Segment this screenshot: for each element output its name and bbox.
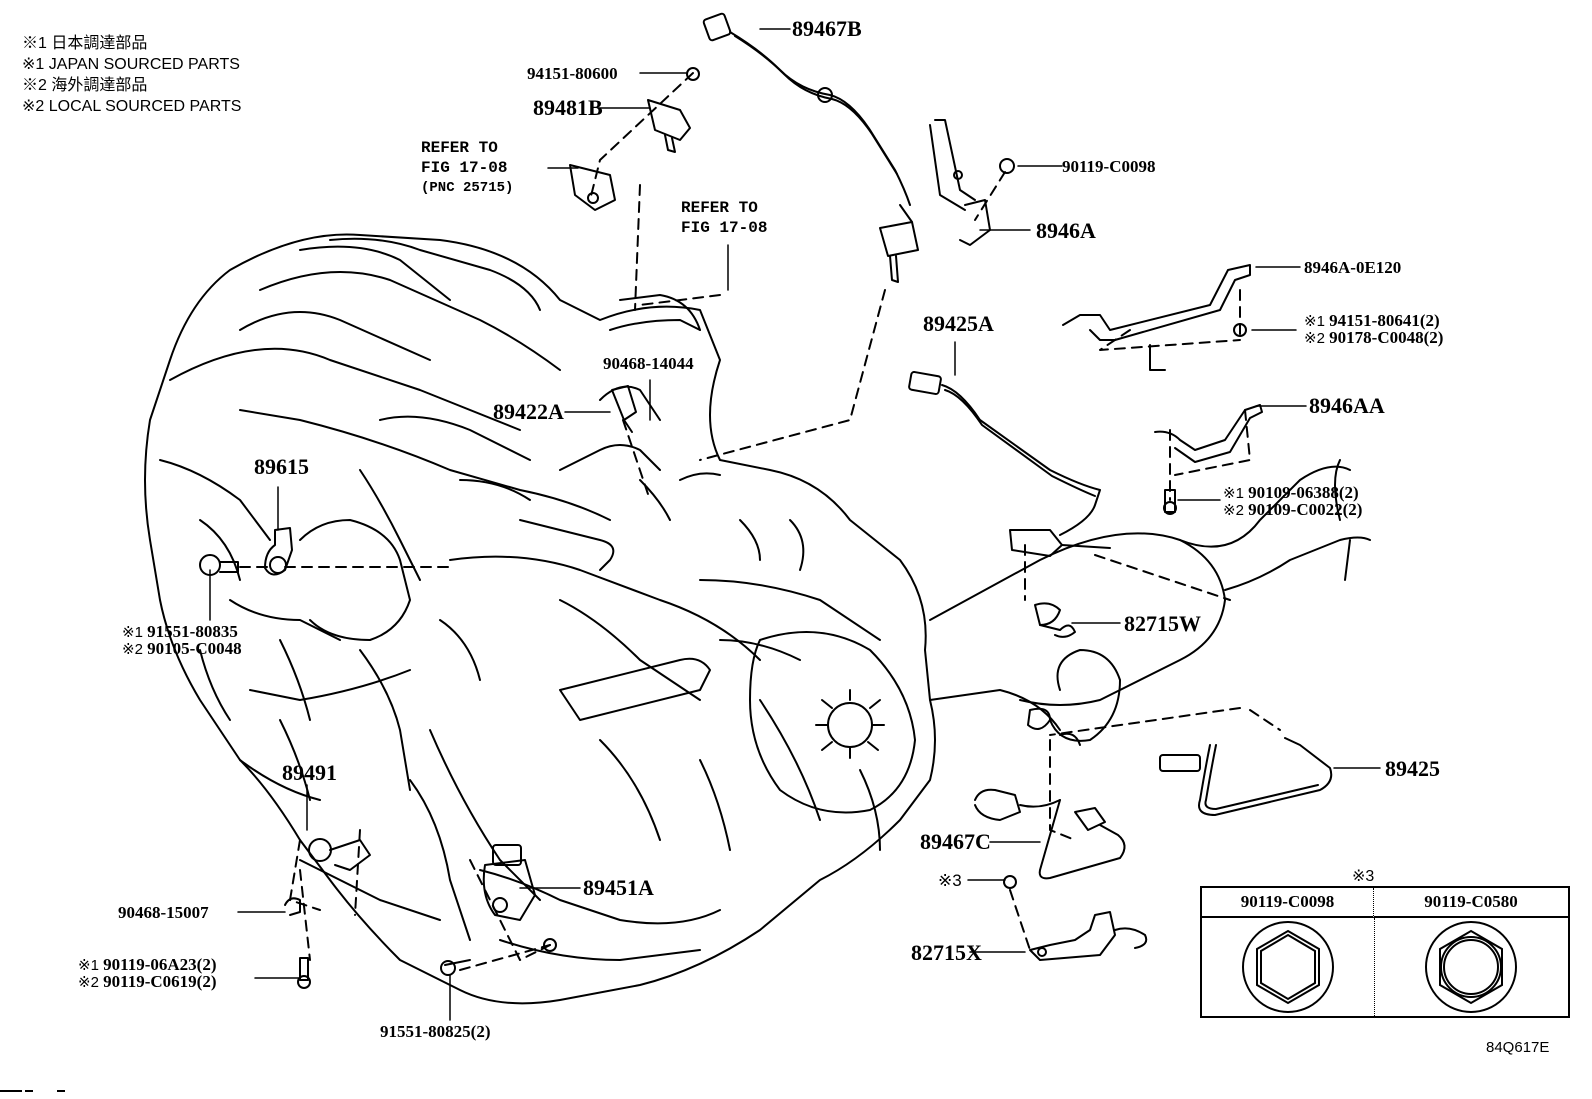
part-label-90105-C0048[interactable]: ※2 90105-C0048: [122, 639, 242, 658]
part-8946A-drawing: [929, 119, 1015, 246]
part-label-89425[interactable]: 89425: [1385, 756, 1440, 781]
part-label-89615[interactable]: 89615: [254, 454, 309, 479]
part-89425-drawing: [1159, 737, 1333, 816]
part-label-90468-14044[interactable]: 90468-14044: [603, 354, 694, 373]
part-label-8946A-0E120[interactable]: 8946A-0E120: [1304, 258, 1402, 277]
refer-to-fig-17-08[interactable]: REFER TO FIG 17-08: [681, 199, 768, 237]
refer-to-fig-17-08-pnc-25715[interactable]: REFER TO FIG 17-08 (PNC 25715): [421, 139, 514, 196]
part-8946AA-drawing: [1154, 404, 1263, 515]
part-82715W-drawing: [1034, 602, 1076, 638]
table-cell-90119-C0580: [1374, 918, 1568, 1016]
page-edge-marks: [0, 1090, 65, 1092]
table-cell-90119-C0098: [1202, 918, 1375, 1016]
figure-id: 84Q617E: [1486, 1039, 1550, 1056]
table-header-90119-C0098[interactable]: 90119-C0098: [1202, 888, 1374, 918]
part-89615-drawing: [199, 527, 293, 576]
sourcing-legend: ※1 日本調達部品 ※1 JAPAN SOURCED PARTS ※2 海外調達…: [22, 33, 241, 117]
part-label-8946AA[interactable]: 8946AA: [1309, 393, 1385, 418]
part-89467C-drawing: [974, 788, 1126, 880]
part-label-82715X[interactable]: 82715X: [911, 940, 982, 965]
part-label-90119-06A23[interactable]: ※1 90119-06A23(2): [78, 955, 217, 974]
legend-item-1: ※1 日本調達部品: [22, 35, 148, 52]
part-label-8946A[interactable]: 8946A: [1036, 218, 1096, 243]
leader-lines: [209, 28, 1381, 1021]
legend-item-3: ※2 海外調達部品: [22, 77, 148, 94]
note-3-bolt-variants-table: ※3 90119-C0098 90119-C0580: [1200, 868, 1570, 1018]
part-label-89425A[interactable]: 89425A: [923, 311, 994, 336]
part-89491-drawing: [284, 838, 371, 989]
part-label-91551-80825[interactable]: 91551-80825(2): [380, 1022, 491, 1041]
part-label-89451A[interactable]: 89451A: [583, 875, 654, 900]
part-8946A-0E120-drawing: [1062, 264, 1251, 371]
engine-outline: [144, 233, 936, 1005]
part-label-82715W[interactable]: 82715W: [1124, 611, 1201, 636]
table-header-90119-C0580[interactable]: 90119-C0580: [1374, 888, 1568, 918]
part-89425A-drawing: [908, 371, 1111, 557]
part-label-91551-80835[interactable]: ※1 91551-80835: [122, 622, 238, 641]
part-label-89467C[interactable]: 89467C: [920, 829, 991, 854]
part-89451A-drawing: [440, 844, 557, 976]
part-label-89467B[interactable]: 89467B: [792, 16, 862, 41]
legend-item-4: ※2 LOCAL SOURCED PARTS: [22, 98, 242, 115]
part-89481B-drawing: [569, 67, 700, 211]
exhaust-converter: [929, 459, 1371, 746]
part-label-90468-15007[interactable]: 90468-15007: [118, 903, 209, 922]
part-label-94151-80600[interactable]: 94151-80600: [527, 64, 618, 83]
note-3-table-title: ※3: [1352, 868, 1375, 885]
part-label-90109-06388[interactable]: ※1 90109-06388(2): [1223, 483, 1359, 502]
hex-socket-bolt-head-icon: [1242, 921, 1334, 1013]
part-label-90119-C0619[interactable]: ※2 90119-C0619(2): [78, 972, 217, 991]
part-label-90109-C0022[interactable]: ※2 90109-C0022(2): [1223, 500, 1363, 519]
part-label-89491[interactable]: 89491: [282, 760, 337, 785]
dashed-guide-lines: [239, 72, 1281, 971]
hex-flange-bolt-head-icon: [1425, 921, 1517, 1013]
part-89467B-drawing: [702, 12, 919, 283]
part-label-89481B[interactable]: 89481B: [533, 95, 603, 120]
note-3-marker[interactable]: ※3: [938, 871, 962, 890]
part-label-94151-80641[interactable]: ※1 94151-80641(2): [1304, 311, 1440, 330]
part-89422A-drawing: [611, 385, 637, 433]
part-label-90178-C0048[interactable]: ※2 90178-C0048(2): [1304, 328, 1444, 347]
part-label-90119-C0098[interactable]: 90119-C0098: [1062, 157, 1156, 176]
part-82715X-drawing: [1003, 875, 1148, 961]
part-label-89422A[interactable]: 89422A: [493, 399, 564, 424]
legend-item-2: ※1 JAPAN SOURCED PARTS: [22, 56, 240, 73]
